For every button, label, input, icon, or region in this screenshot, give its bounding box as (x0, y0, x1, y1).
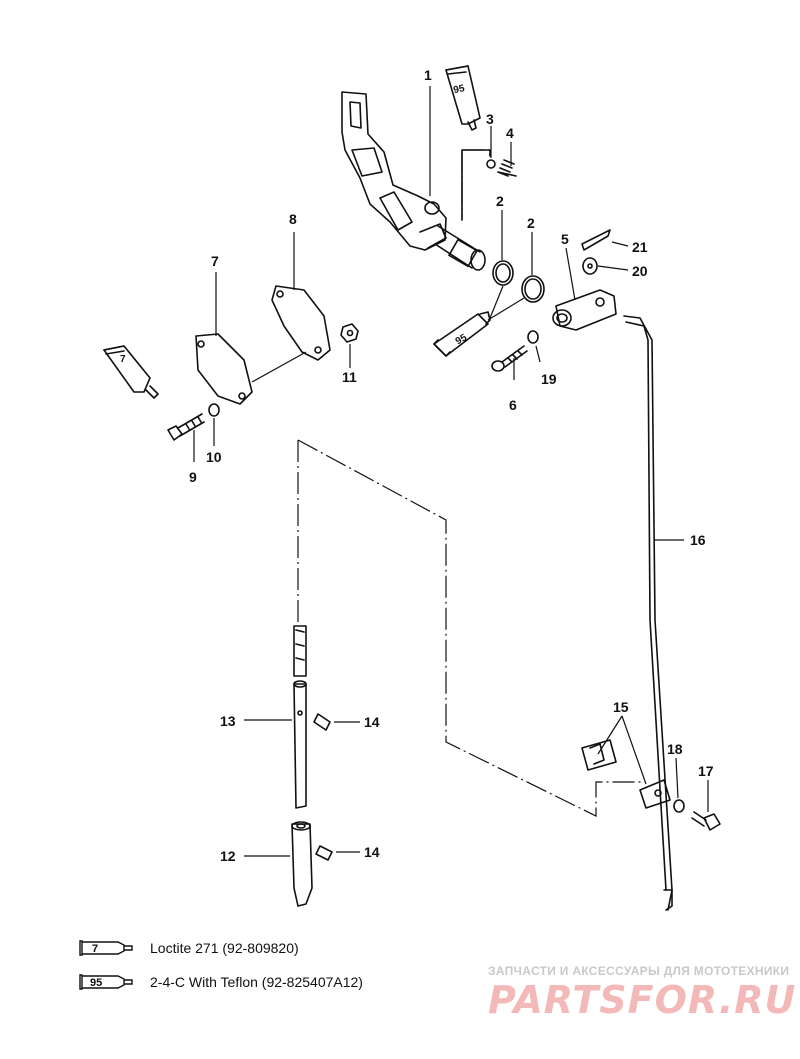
shaft-coupler (293, 625, 307, 677)
shift-link (552, 289, 617, 331)
screw-6 (491, 345, 528, 372)
shift-rod-clip (581, 739, 671, 809)
bolt-9 (167, 413, 205, 441)
part-number-3: 3 (486, 111, 494, 127)
washer-18 (673, 799, 685, 813)
part-number-7: 7 (211, 253, 219, 269)
pin-14b (315, 845, 333, 861)
grease-tube-1 (445, 65, 481, 131)
part-number-14a: 14 (364, 714, 380, 730)
legend-row-7: 7 Loctite 271 (92-809820) (78, 936, 299, 960)
grease-tube-3 (103, 345, 159, 399)
link-8-7 (251, 351, 307, 383)
assembly-line-shaft (297, 439, 642, 817)
gasket (195, 333, 253, 405)
leader-19 (535, 345, 541, 363)
washer-10 (208, 403, 220, 417)
watermark-logo: PARTSFOR.RU (488, 978, 797, 1022)
part-number-1: 1 (424, 67, 432, 83)
legend-text-grease: 2-4-C With Teflon (92-825407A12) (150, 974, 363, 990)
part-number-21: 21 (632, 239, 648, 255)
bolt-17 (691, 811, 721, 831)
tube-icon: 7 (79, 940, 133, 956)
shift-shaft-upper (293, 680, 307, 809)
part-number-2a: 2 (496, 193, 504, 209)
part-number-4: 4 (506, 125, 514, 141)
part-number-18: 18 (667, 741, 683, 757)
part-number-19: 19 (541, 371, 557, 387)
nut-11 (340, 323, 359, 343)
part-number-13: 13 (220, 713, 236, 729)
part-number-10: 10 (206, 449, 222, 465)
tube-label-95-mid: 95 (454, 332, 470, 347)
part-number-11: 11 (342, 369, 357, 385)
shift-shaft (291, 821, 313, 907)
detent-ball (486, 159, 496, 169)
o-ring-1 (492, 260, 514, 286)
legend-row-95: 95 2-4-C With Teflon (92-825407A12) (78, 970, 363, 994)
cover-plate (271, 285, 331, 361)
legend-text-loctite: Loctite 271 (92-809820) (150, 940, 299, 956)
shift-rod (623, 315, 673, 911)
part-number-14b: 14 (364, 844, 380, 860)
part-number-20: 20 (632, 263, 648, 279)
part-number-9: 9 (189, 469, 197, 485)
part-number-2b: 2 (527, 215, 535, 231)
leader-21 (611, 241, 629, 247)
tube-label-7-left: 7 (120, 354, 126, 365)
shift-lever (341, 91, 486, 271)
leader-18 (675, 757, 679, 799)
part-number-12: 12 (220, 848, 236, 864)
svg-text:7: 7 (92, 943, 98, 955)
part-number-15: 15 (613, 699, 629, 715)
tube-icon: 95 (79, 974, 133, 990)
o-ring-2 (521, 275, 545, 303)
washer-19 (527, 330, 539, 344)
part-number-8: 8 (289, 211, 297, 227)
leader-2a (489, 210, 504, 319)
part-number-17: 17 (698, 763, 714, 779)
pin-14a (313, 713, 331, 731)
cotter-pin (581, 229, 611, 251)
grease-tube-2 (433, 311, 491, 357)
leader-5 (565, 247, 576, 301)
leader-2b (487, 232, 533, 321)
washer-20 (582, 257, 598, 275)
part-number-5: 5 (561, 231, 569, 247)
svg-text:95: 95 (90, 977, 102, 989)
part-number-6: 6 (509, 397, 517, 413)
watermark-tagline: ЗАПЧАСТИ И АКСЕССУАРЫ ДЛЯ МОТОТЕХНИКИ (488, 964, 790, 978)
leader-20 (597, 265, 629, 271)
detent-spring (497, 159, 517, 177)
part-number-16: 16 (690, 532, 706, 548)
tube-label-95-top: 95 (452, 83, 466, 96)
leader-15 (597, 715, 647, 785)
